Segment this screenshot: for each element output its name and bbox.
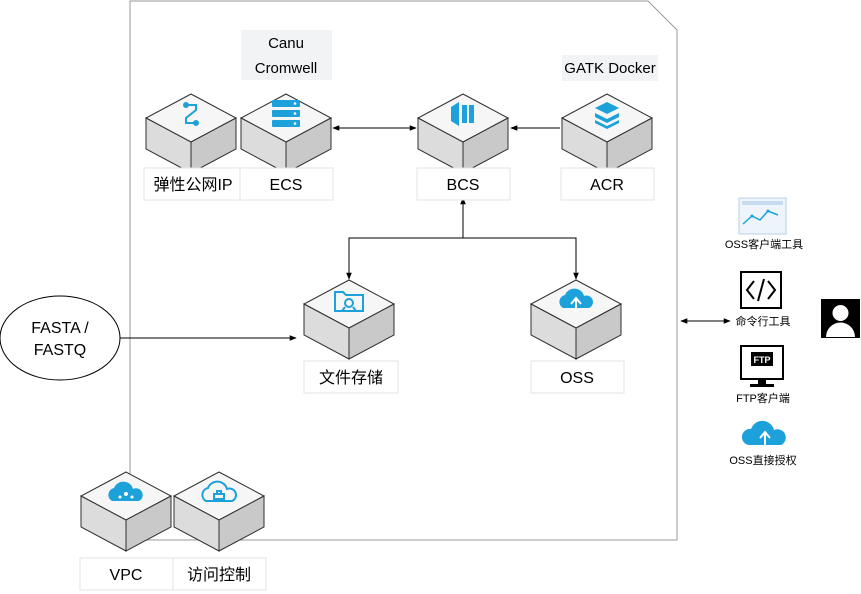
eip-label: 弹性公网IP [153,176,232,194]
oss-browser-icon [738,197,787,235]
input-line1: FASTA / [31,320,89,337]
code-terminal-icon [740,271,782,309]
node-oss[interactable]: OSS [530,279,625,394]
ftp-label: FTP客户端 [736,391,790,405]
acl-label: 访问控制 [187,566,251,584]
container-registry-icon [595,102,619,129]
cli-label: 命令行工具 [736,314,791,328]
cloud-upload-icon [741,420,786,448]
node-eip[interactable]: 弹性公网IP [143,93,243,201]
cloud-boundary [129,0,678,541]
connectors [120,125,731,341]
input-data-ellipse: FASTA / FASTQ [0,295,121,381]
batch-compute-icon [451,102,474,126]
node-acl[interactable]: 访问控制 [172,471,267,591]
plug-connector-icon [183,102,199,126]
nas-label: 文件存储 [319,369,383,387]
access-control-cloud-icon [201,480,237,502]
node-bcs[interactable]: BCS [416,93,511,201]
input-line2: FASTQ [34,342,86,359]
node-acr[interactable]: ACR [560,93,655,201]
cloud-upload-icon [559,288,593,312]
oss-label: OSS [560,370,594,387]
client-oss-direct[interactable]: OSS直接授权 [729,420,797,467]
bcs-oss-link [463,237,579,280]
vpc-label: VPC [110,567,143,584]
client-cli[interactable]: 命令行工具 [736,271,791,328]
node-vpc[interactable]: VPC [79,471,174,591]
client-ftp[interactable]: FTP FTP客户端 [736,345,790,405]
node-nas[interactable]: 文件存储 [303,279,399,394]
ecs-label: ECS [270,177,303,194]
acr-tag: GATK Docker [562,55,658,81]
ftp-badge: FTP [754,355,771,365]
ecs-tag-line1: Canu [268,35,304,52]
ecs-tag: Canu Cromwell [241,30,332,80]
ecs-tag-line2: Cromwell [255,60,318,77]
vpc-cloud-icon [108,481,143,501]
client-oss-tool[interactable]: OSS客户端工具 [725,197,803,251]
bcs-label: BCS [447,177,480,194]
node-ecs[interactable]: ECS [239,93,334,201]
oss-tool-label: OSS客户端工具 [725,237,803,251]
ftp-monitor-icon: FTP [740,345,784,387]
acr-tag-text: GATK Docker [564,60,655,77]
user-avatar-icon [821,299,860,338]
oss-direct-label: OSS直接授权 [729,453,796,467]
file-storage-icon [334,291,364,312]
bcs-nas-link [346,237,463,280]
acr-label: ACR [590,177,624,194]
server-stack-icon [272,100,300,127]
